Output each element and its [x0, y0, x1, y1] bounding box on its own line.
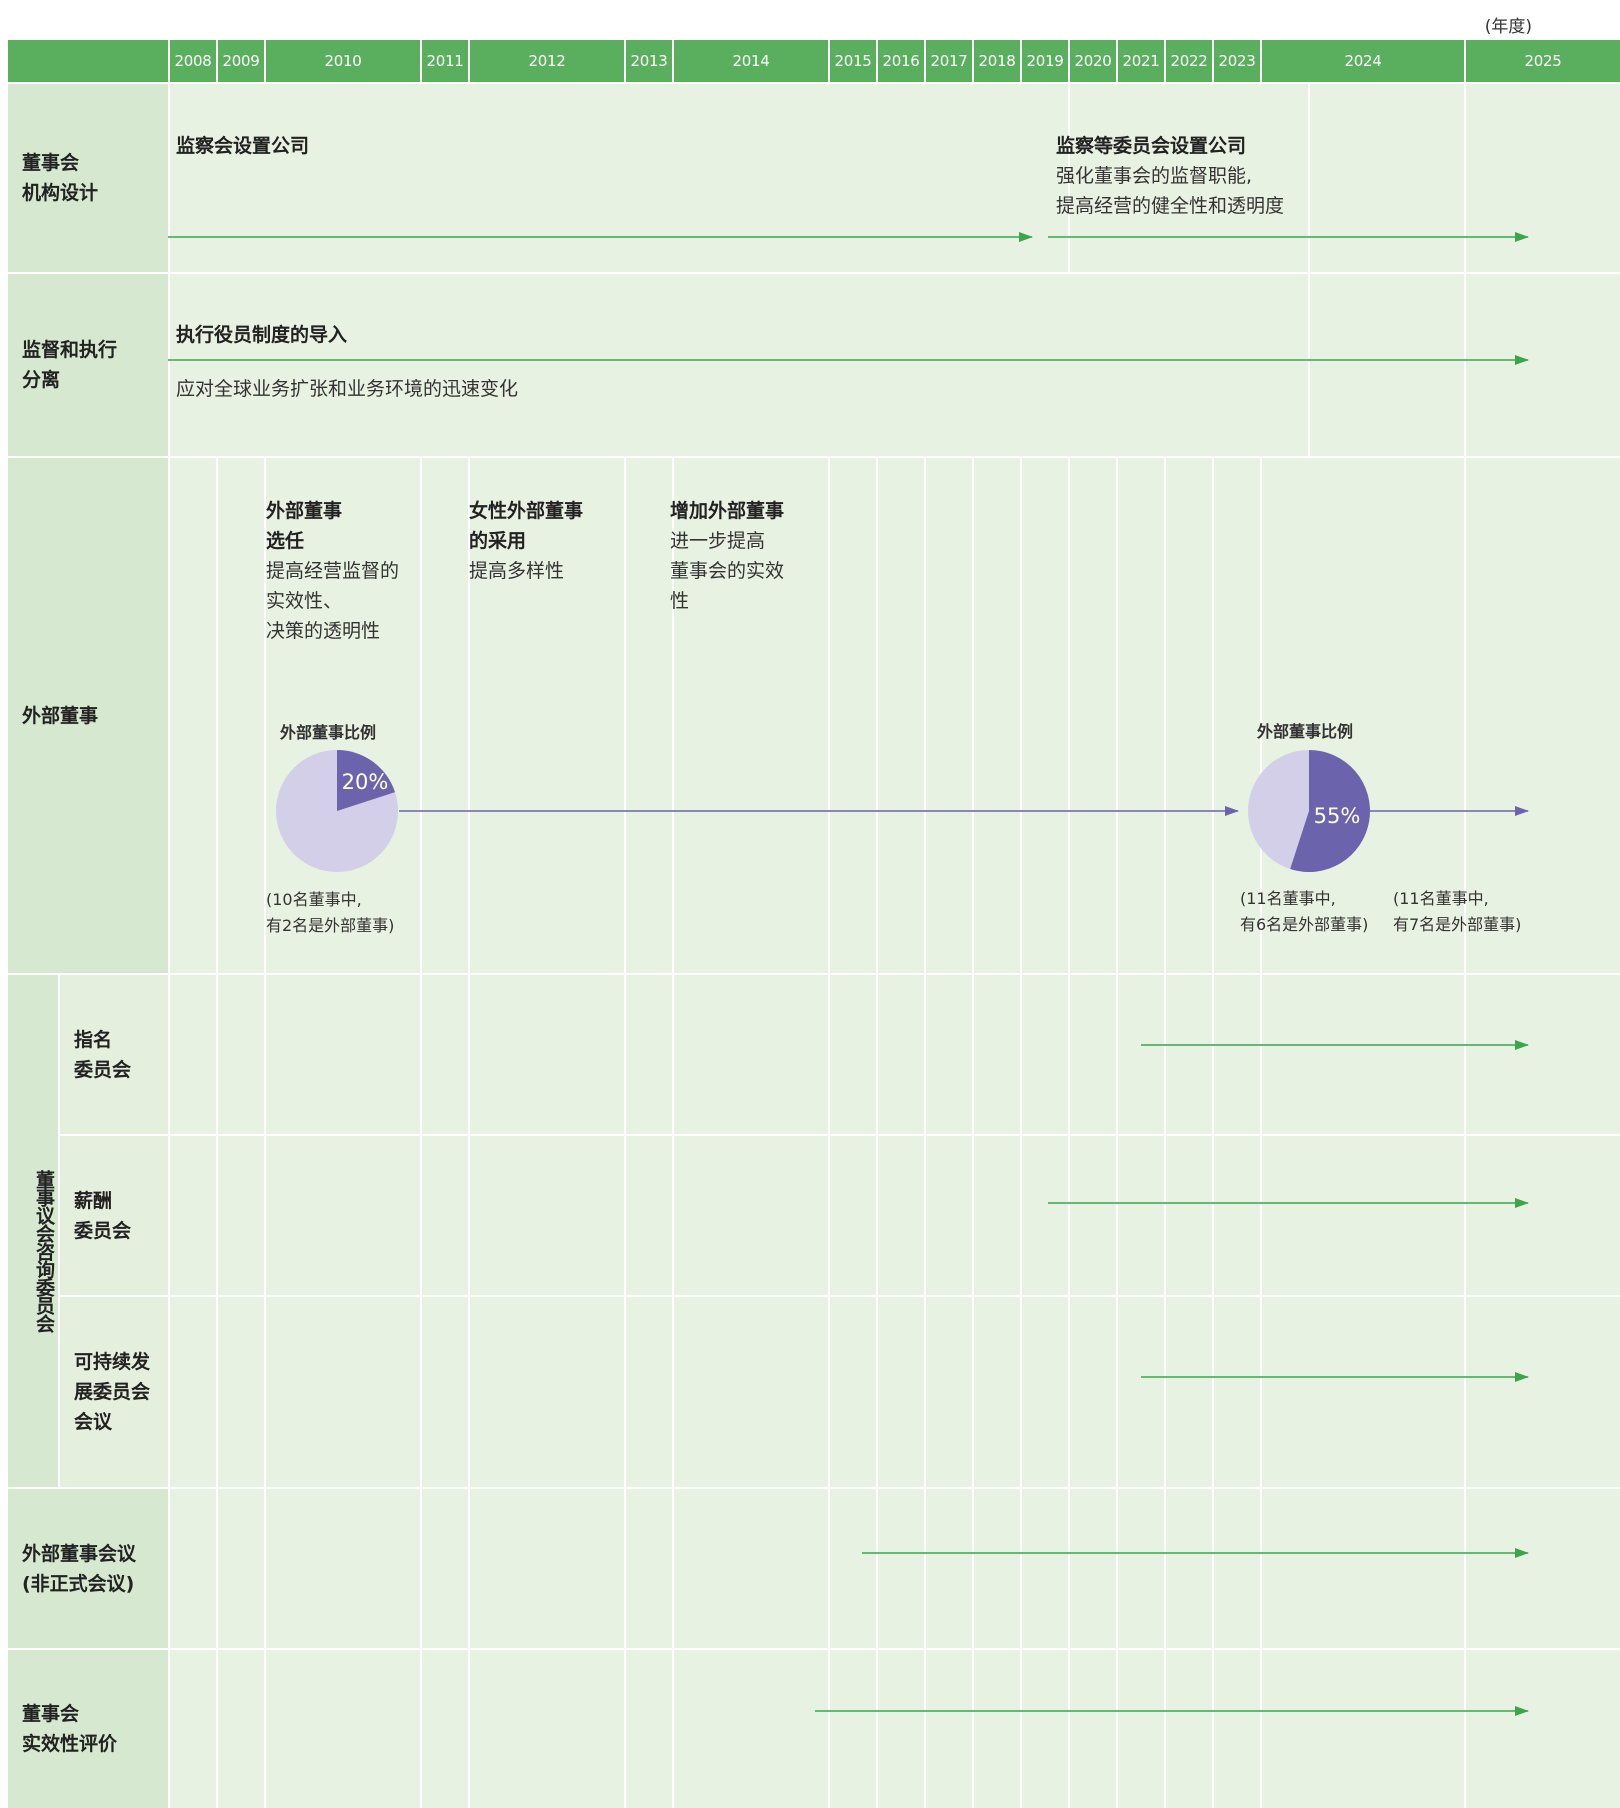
pie2-title: 外部董事比例	[1257, 722, 1354, 741]
row-label-nomination: 指名 委员会	[60, 975, 168, 1134]
outside-item1-title: 外部董事 选任	[266, 500, 343, 552]
header-corner	[8, 40, 168, 82]
year-2011: 2011	[422, 40, 468, 82]
year-2017: 2017	[926, 40, 972, 82]
unit-label: (年度)	[1484, 17, 1532, 37]
board-audit-title: 监察会设置公司	[176, 135, 310, 157]
year-2020: 2020	[1070, 40, 1116, 82]
outside-item2-title: 女性外部董事 的采用	[469, 500, 584, 552]
board-committee-title: 监察等委员会设置公司	[1056, 135, 1247, 157]
row-label-outside-directors: 外部董事	[8, 458, 168, 973]
year-2015: 2015	[830, 40, 876, 82]
pie2-note: (11名董事中, 有6名是外部董事)	[1240, 889, 1369, 934]
row-label-board-design: 董事会 机构设计	[8, 84, 168, 272]
year-2010: 2010	[266, 40, 420, 82]
board-design-period-1	[170, 84, 1068, 272]
row-label-separation: 监督和执行 分离	[8, 274, 168, 456]
year-2019: 2019	[1022, 40, 1068, 82]
year-2014: 2014	[674, 40, 828, 82]
row-label-evaluation: 董事会 实效性评价	[8, 1650, 168, 1808]
year-2025: 2025	[1466, 40, 1620, 82]
note-2025: (11名董事中, 有7名是外部董事)	[1393, 889, 1522, 934]
board-committee-desc: 强化董事会的监督职能, 提高经营的健全性和透明度	[1056, 165, 1285, 217]
board-design-period-2	[1070, 84, 1308, 272]
outside-item3-title: 增加外部董事	[670, 500, 785, 522]
row-label-advisory-group: 董事议会咨询委员会	[8, 975, 58, 1487]
pie1-title: 外部董事比例	[280, 723, 377, 742]
pie1-note: (10名董事中, 有2名是外部董事)	[266, 890, 395, 935]
year-2013: 2013	[626, 40, 672, 82]
row-label-outside-meeting: 外部董事会议 (非正式会议)	[8, 1489, 168, 1648]
separation-period	[170, 274, 1308, 456]
year-2008: 2008	[170, 40, 216, 82]
year-2022: 2022	[1166, 40, 1212, 82]
outside-item2-desc: 提高多样性	[469, 560, 565, 582]
row-label-sustainability: 可持续发 展委员会 会议	[60, 1297, 168, 1487]
executive-officer-desc: 应对全球业务扩张和业务环境的迅速变化	[176, 378, 519, 400]
outside-item3-desc: 进一步提高 董事会的实效 性	[670, 530, 785, 612]
year-2012: 2012	[470, 40, 624, 82]
year-2009: 2009	[218, 40, 264, 82]
year-2016: 2016	[878, 40, 924, 82]
outside-item1-desc: 提高经营监督的 实效性、 决策的透明性	[266, 560, 400, 642]
year-2021: 2021	[1118, 40, 1164, 82]
year-2018: 2018	[974, 40, 1020, 82]
year-2023: 2023	[1214, 40, 1260, 82]
governance-timeline-grid: 2008 2009 2010 2011 2012 2013 2014 2015 …	[8, 40, 1620, 1808]
year-2024: 2024	[1262, 40, 1464, 82]
executive-officer-title: 执行役员制度的导入	[176, 324, 348, 346]
row-label-compensation: 薪酬 委员会	[60, 1136, 168, 1295]
